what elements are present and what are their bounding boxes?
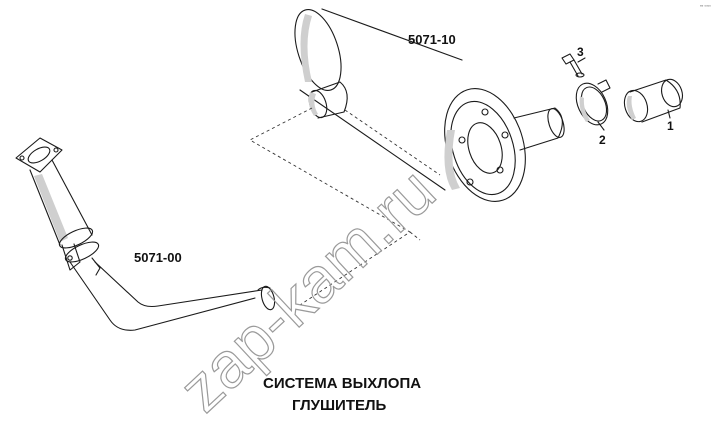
leader-lines (577, 57, 671, 131)
clamp-drawing (575, 79, 611, 126)
corner-mark: ⁸⁶ ⁰⁰⁰⁰ (700, 4, 711, 9)
bolt-drawing (561, 53, 585, 78)
diagram-title-line1: СИСТЕМА ВЫХЛОПА (263, 375, 421, 392)
muffler-drawing (294, 8, 565, 202)
diagram-title-line2: ГЛУШИТЕЛЬ (292, 397, 387, 414)
label-clamp: 2 (599, 133, 606, 147)
exhaust-pipe-drawing (15, 137, 276, 331)
label-sleeve: 1 (667, 119, 674, 133)
sleeve-drawing (623, 78, 683, 123)
label-bolt: 3 (577, 45, 584, 59)
label-muffler: 5071-10 (408, 32, 456, 47)
label-exhaust-pipe: 5071-00 (134, 250, 182, 265)
guide-lines (249, 107, 441, 306)
